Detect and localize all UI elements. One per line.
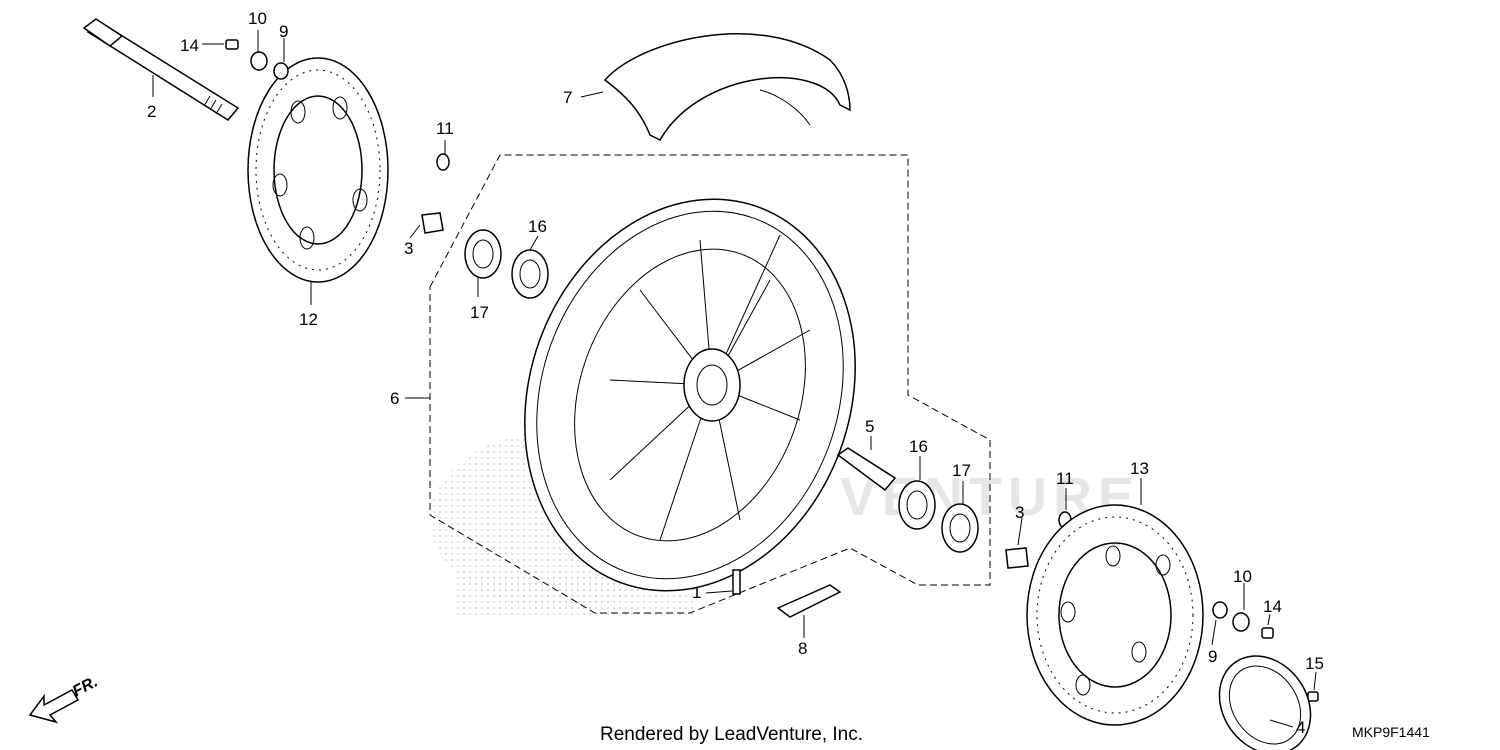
render-credit: Rendered by LeadVenture, Inc. (600, 724, 863, 745)
axle-part (82, 18, 240, 121)
callout-8: 8 (798, 639, 807, 658)
callout-3-right: 3 (1015, 503, 1024, 522)
callout-16-left: 16 (528, 217, 547, 236)
pulser-ring-part (1218, 655, 1312, 750)
left-hardware (225, 39, 549, 299)
leader-lines (152, 30, 1317, 728)
callout-3-left: 3 (404, 239, 413, 258)
wheel-part (524, 198, 856, 592)
callout-1: 1 (692, 583, 701, 602)
tire-part (603, 33, 851, 141)
front-direction-indicator: FR. (28, 673, 101, 724)
callout-14-left: 14 (180, 36, 199, 55)
callout-4: 4 (1296, 718, 1305, 737)
callout-6: 6 (390, 389, 399, 408)
right-brake-disc-part (1026, 504, 1204, 726)
left-brake-disc-part (247, 57, 389, 283)
callout-5: 5 (865, 417, 874, 436)
callout-12: 12 (299, 310, 318, 329)
callout-10-right: 10 (1233, 567, 1252, 586)
callout-14-right: 14 (1263, 597, 1282, 616)
callout-16-right: 16 (909, 437, 928, 456)
right-hardware (732, 447, 1319, 702)
callout-2: 2 (147, 102, 156, 121)
front-arrow-icon (28, 689, 80, 724)
callout-13: 13 (1130, 459, 1149, 478)
callout-15: 15 (1305, 654, 1324, 673)
wheel-assembly-boundary (429, 154, 991, 614)
callout-9-left: 9 (279, 22, 288, 41)
callout-17-left: 17 (470, 303, 489, 322)
callout-9-right: 9 (1208, 647, 1217, 666)
callout-7: 7 (563, 88, 572, 107)
callout-10-left: 10 (248, 9, 267, 28)
callouts: 2 14 10 9 11 12 3 17 16 7 6 5 16 17 3 11… (147, 9, 1324, 737)
callout-17-right: 17 (952, 461, 971, 480)
callout-11-right: 11 (1056, 469, 1074, 488)
callout-11-left: 11 (436, 119, 454, 138)
diagram-code: MKP9F1441 (1352, 724, 1430, 740)
